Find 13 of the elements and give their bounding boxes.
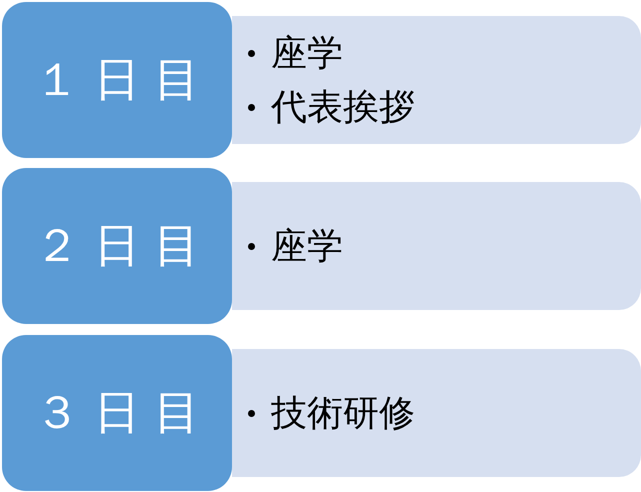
day-label: ２日目 (33, 223, 214, 269)
activity-item: 座学 (271, 226, 343, 266)
day-label: ３日目 (33, 390, 214, 436)
activity-item: 技術研修 (271, 393, 415, 433)
activity-panel (232, 16, 641, 144)
day-box (2, 335, 232, 491)
activity-panel (232, 349, 641, 477)
activity-panel (232, 182, 641, 310)
day-box (2, 2, 232, 158)
activity-item: 座学 (271, 33, 343, 73)
day-box (2, 168, 232, 324)
activity-item: 代表挨拶 (271, 87, 415, 127)
day-label: １日目 (33, 57, 214, 103)
